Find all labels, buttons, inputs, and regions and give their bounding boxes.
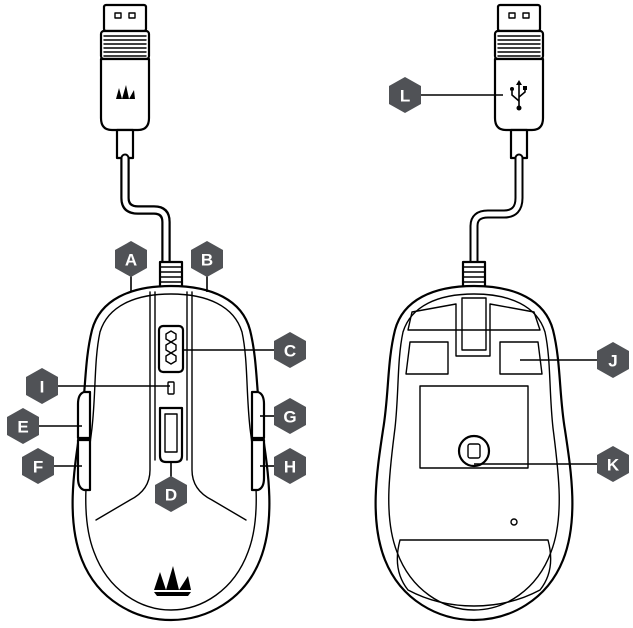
callout-j: J	[597, 342, 629, 378]
dpi-indicator	[167, 381, 175, 395]
callout-a-label: A	[125, 251, 137, 270]
callout-c: C	[274, 332, 306, 368]
callout-h: H	[274, 448, 306, 484]
callout-e-label: E	[17, 418, 28, 437]
callout-l-label: L	[400, 87, 410, 106]
callout-e: E	[7, 408, 39, 444]
corsair-logo-icon-plug	[116, 85, 135, 99]
callout-g-label: G	[283, 408, 296, 427]
callouts: A B C D E F G H	[7, 77, 629, 512]
mouse-top-view	[71, 3, 271, 622]
callout-l: L	[389, 77, 421, 113]
corsair-logo-icon	[154, 566, 191, 596]
dpi-button	[158, 406, 184, 464]
callout-j-label: J	[608, 352, 617, 371]
usb-plug-right	[493, 3, 545, 160]
usb-symbol-icon	[510, 80, 527, 111]
callout-b-label: B	[201, 251, 213, 270]
callout-a: A	[115, 241, 147, 277]
callout-h-label: H	[284, 458, 296, 477]
side-buttons-right	[250, 390, 266, 492]
callout-i-label: I	[40, 378, 45, 397]
callout-k: K	[597, 446, 629, 482]
sensor	[457, 434, 491, 468]
leader-lines	[38, 94, 598, 482]
callout-c-label: C	[284, 342, 296, 361]
side-buttons-left	[76, 390, 92, 492]
scroll-wheel	[157, 324, 185, 374]
callout-k-label: K	[607, 456, 620, 475]
mouse-bottom-view	[374, 3, 574, 622]
callout-b: B	[191, 241, 223, 277]
callout-f-label: F	[33, 458, 43, 477]
callout-d-label: D	[165, 486, 177, 505]
callout-g: G	[274, 398, 306, 434]
usb-plug-left	[99, 3, 151, 160]
callout-f: F	[22, 448, 54, 484]
callout-i: I	[26, 368, 58, 404]
callout-d: D	[155, 476, 187, 512]
